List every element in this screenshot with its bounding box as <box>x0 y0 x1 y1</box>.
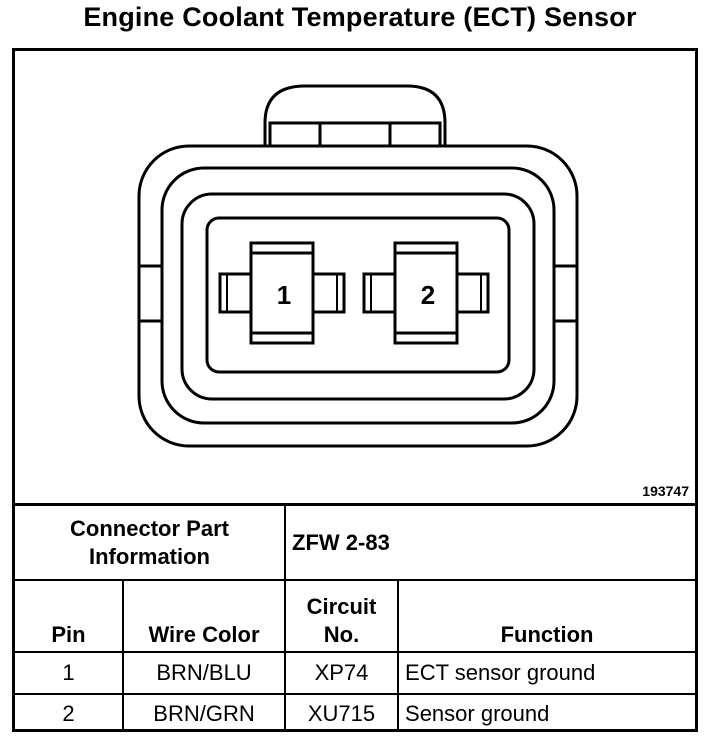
part-info-row: Connector Part Information ZFW 2-83 <box>15 506 696 581</box>
row2-circuit: XU715 <box>284 693 400 732</box>
part-info-label-line1: Connector Part <box>70 515 229 541</box>
latch-segment-middle <box>318 121 392 148</box>
header-row: Pin Wire Color Circuit No. Function <box>15 579 696 653</box>
pin-cap-bottom-2 <box>393 331 459 345</box>
pin-cap-top-2 <box>393 241 459 255</box>
part-info-label: Connector Part Information <box>15 506 287 581</box>
header-wire-color: Wire Color <box>121 579 287 653</box>
pin-label-2: 2 <box>421 280 435 310</box>
pin-cap-bottom-1 <box>249 331 315 345</box>
row1-pin: 1 <box>15 651 124 695</box>
latch-segment-left <box>268 121 322 148</box>
table-row: 2 BRN/GRN XU715 Sensor ground <box>15 693 696 732</box>
latch-segment-right <box>388 121 442 148</box>
row1-circuit: XP74 <box>284 651 400 695</box>
row2-wire-color: BRN/GRN <box>121 693 287 732</box>
pin-label-1: 1 <box>277 280 291 310</box>
pin-terminal-1: 1 <box>218 241 346 345</box>
header-function: Function <box>397 579 696 653</box>
part-info-label-line2: Information <box>89 543 210 569</box>
row1-function: ECT sensor ground <box>397 651 696 695</box>
page-title: Engine Coolant Temperature (ECT) Sensor <box>83 2 637 32</box>
pin-terminal-2: 2 <box>362 241 490 345</box>
pinout-table: Connector Part Information ZFW 2-83 Pin … <box>15 506 696 732</box>
pin-cap-top-1 <box>249 241 315 255</box>
table-row: 1 BRN/BLU XP74 ECT sensor ground <box>15 651 696 695</box>
part-info-value: ZFW 2-83 <box>284 506 696 581</box>
row2-pin: 2 <box>15 693 124 732</box>
row1-wire-color: BRN/BLU <box>121 651 287 695</box>
table-divider <box>15 503 695 506</box>
header-circuit: Circuit No. <box>284 579 400 653</box>
header-circuit-line1: Circuit <box>306 594 377 619</box>
header-circuit-line2: No. <box>323 622 360 647</box>
row2-function: Sensor ground <box>397 693 696 732</box>
header-pin: Pin <box>15 579 124 653</box>
figure-id: 193747 <box>642 483 689 499</box>
